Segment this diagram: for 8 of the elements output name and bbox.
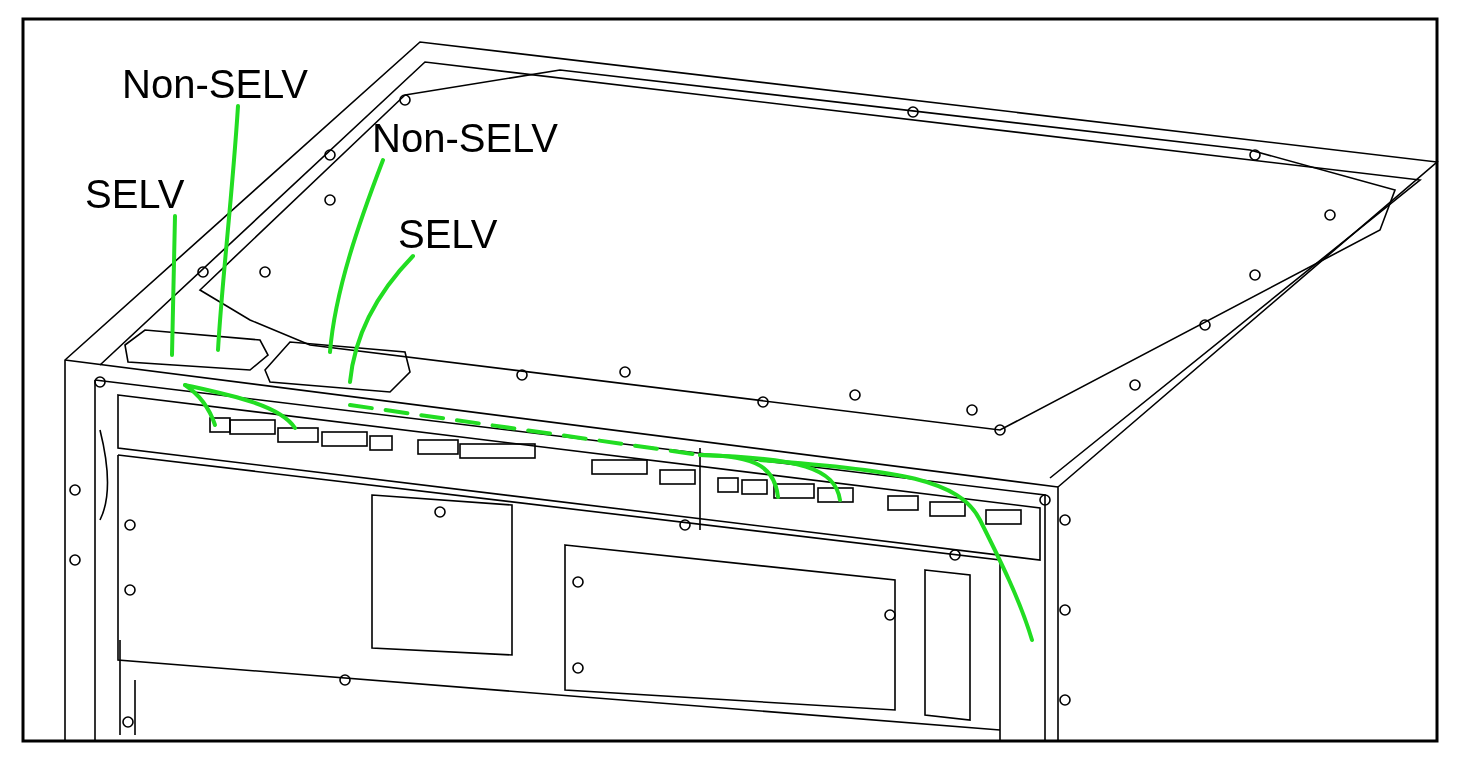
leader-line (328, 158, 385, 354)
cable-label: Non-SELV (122, 62, 308, 106)
cable-label: Non-SELV (372, 116, 558, 160)
cable-label: SELV (398, 212, 498, 256)
leader-line (170, 214, 177, 357)
leader-line (216, 104, 240, 352)
leader-line (348, 254, 415, 384)
cable-label: SELV (85, 172, 185, 216)
